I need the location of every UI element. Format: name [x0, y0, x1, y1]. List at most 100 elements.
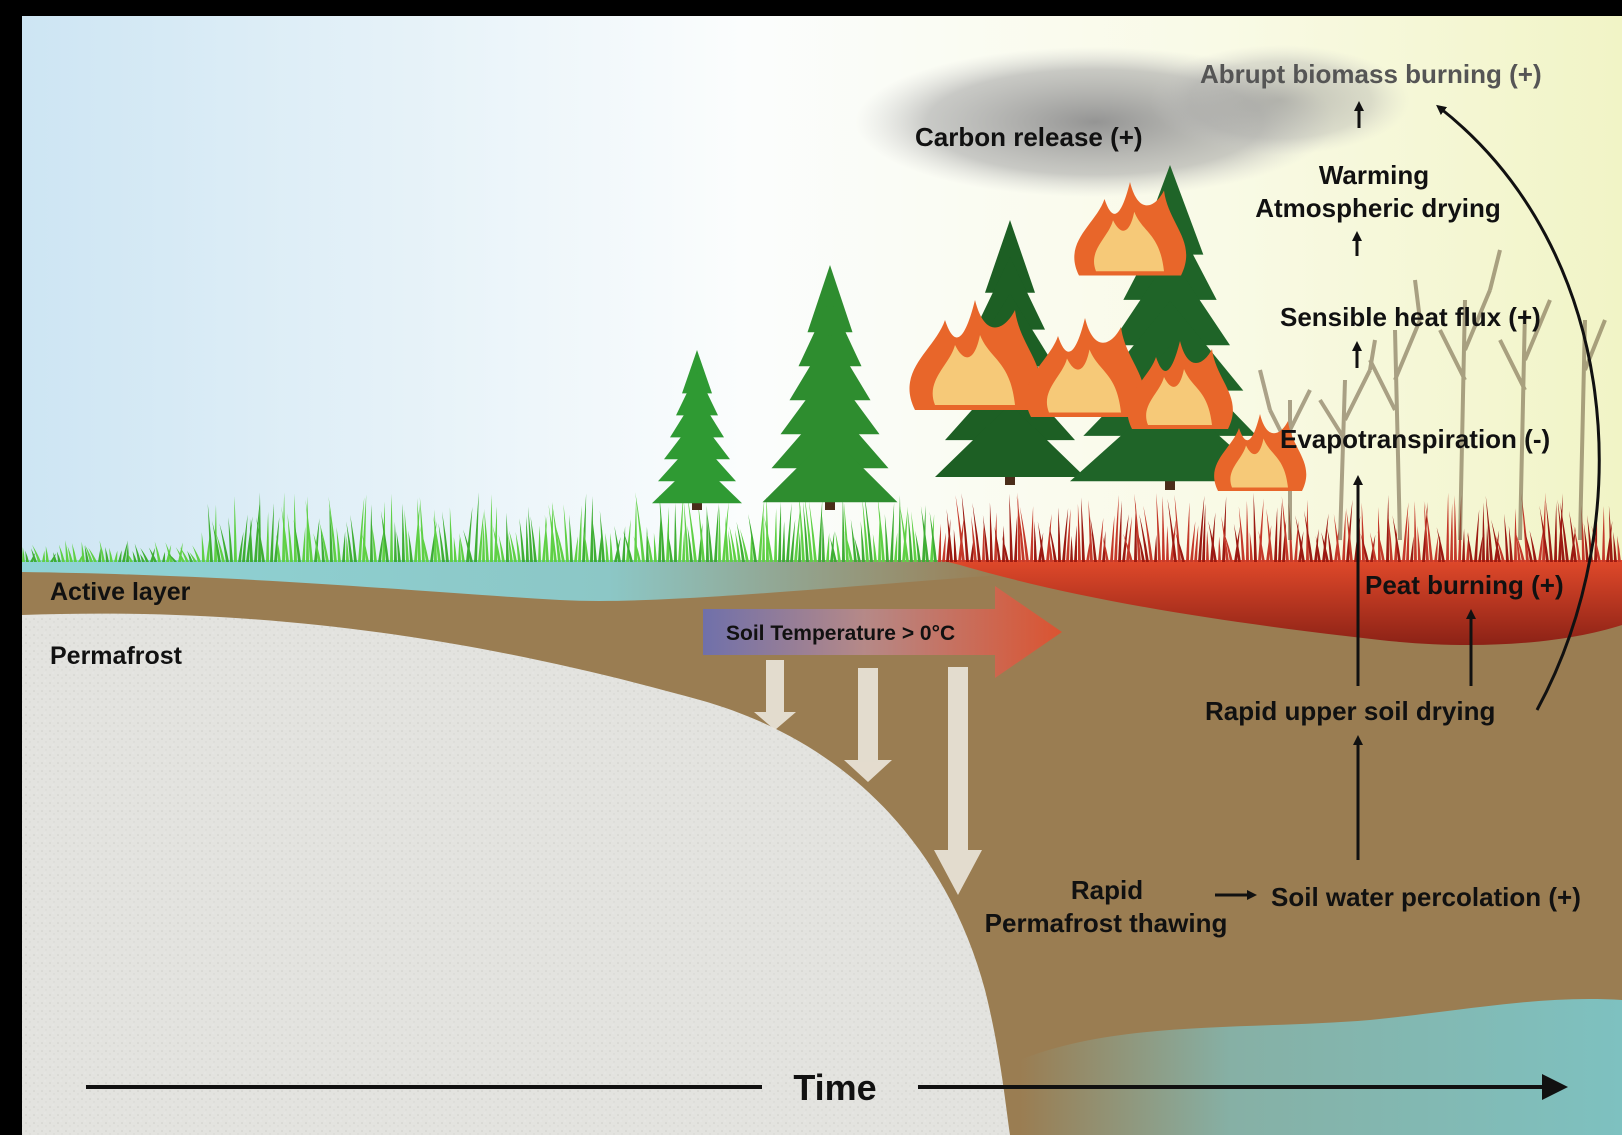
soil-water-percolation-label: Soil water percolation (+): [1271, 882, 1581, 912]
grass-blade: [1110, 515, 1115, 562]
grass-blade: [1504, 513, 1509, 562]
grass-blade: [32, 544, 41, 562]
grass-blade: [1446, 492, 1449, 562]
grass-blade: [484, 508, 489, 562]
grass-blade: [994, 526, 1001, 562]
grass-blade: [758, 499, 765, 562]
grass-blade: [1515, 531, 1521, 562]
grass-blade: [1327, 528, 1333, 562]
grass-blade: [1123, 533, 1133, 562]
grass-blade: [635, 492, 645, 562]
grass-blade: [728, 530, 733, 562]
grass-blade: [1102, 536, 1109, 562]
grass-blade: [1143, 505, 1153, 562]
grass-blade: [1402, 502, 1409, 562]
grass-blade: [228, 517, 233, 562]
tree-foliage: [935, 404, 1085, 477]
grass-blade: [1495, 535, 1505, 562]
grass-blade: [408, 530, 413, 562]
grass-blade: [762, 514, 765, 562]
grass-blade: [71, 543, 77, 562]
grass-blade: [666, 507, 670, 562]
grass-blade: [175, 547, 185, 562]
grass-blade: [551, 502, 561, 562]
grass-blade: [1462, 528, 1465, 562]
grass-blade: [361, 533, 369, 562]
grass-blade: [281, 506, 289, 562]
grass-blade: [1154, 534, 1157, 562]
grass-blade: [850, 519, 857, 562]
grass-blade: [433, 516, 441, 562]
grass-blade: [234, 496, 237, 562]
grass-blade: [1139, 514, 1149, 562]
grass-blade: [714, 503, 719, 562]
grass-blade: [1529, 530, 1537, 562]
grass-blade: [1417, 525, 1421, 562]
grass-blade: [42, 550, 45, 562]
grass-blade: [1360, 533, 1369, 562]
grass-blade: [610, 532, 613, 562]
flame-left: [909, 300, 1042, 410]
grass-blade: [653, 532, 657, 562]
deep-water: [1020, 999, 1622, 1135]
flame-inner: [932, 335, 1015, 405]
grass-blade: [1478, 535, 1483, 562]
grass-blade: [238, 531, 244, 562]
flame-mid: [1026, 318, 1145, 417]
grass-blade: [1414, 501, 1417, 562]
tree-medium: [762, 265, 898, 510]
grass-blade: [109, 547, 113, 562]
grass-blade: [569, 514, 573, 562]
grass-blade: [1266, 508, 1273, 562]
grass-blade: [122, 540, 128, 562]
grass-blade: [860, 520, 865, 562]
grass-blade: [25, 550, 29, 562]
grass-blade: [1090, 516, 1097, 562]
grass-blade: [989, 502, 993, 562]
grass-blade: [1088, 499, 1093, 562]
flow-arrows: [1215, 101, 1601, 900]
grass-blade: [417, 498, 421, 562]
grass-blade: [938, 523, 942, 562]
grass-blade: [1346, 507, 1353, 562]
grass-blade: [1138, 533, 1145, 562]
grass-blade: [84, 545, 89, 562]
tree-foliage: [652, 459, 742, 504]
grass-blade: [1233, 523, 1241, 562]
tree-foliage: [771, 401, 889, 469]
grass-blade: [1167, 498, 1177, 562]
abrupt-biomass-burning-label: Abrupt biomass burning (+): [1200, 59, 1542, 89]
tree-foliage: [1110, 255, 1230, 346]
grass-blade: [1425, 503, 1433, 562]
grass-blade: [555, 524, 565, 562]
grass-blade: [478, 511, 484, 562]
grass-blade: [84, 544, 93, 562]
tree-foliage: [780, 367, 880, 435]
grass-blade: [667, 531, 673, 562]
grass-blade: [1334, 528, 1339, 562]
grass-blade: [162, 551, 166, 562]
grass-blade: [864, 493, 873, 562]
grass-blade: [739, 529, 749, 562]
grass-blade: [346, 535, 349, 562]
grass-blade: [118, 550, 122, 562]
grass-blade: [314, 518, 320, 562]
grass-blade: [1206, 530, 1209, 562]
flame-inner: [1230, 438, 1288, 488]
grass-blade: [178, 542, 183, 562]
grass-blade: [1162, 496, 1165, 562]
grass-blade: [67, 546, 73, 562]
grass-blade: [1508, 525, 1513, 562]
grass-blade: [370, 504, 373, 562]
grass-blade: [946, 508, 953, 562]
grass-blade: [822, 515, 825, 562]
grass-blade: [1102, 530, 1106, 562]
grass-blade: [1538, 524, 1545, 562]
grass-blade: [1436, 527, 1445, 562]
grass-blade: [687, 494, 697, 562]
grass-blade: [1223, 532, 1233, 562]
grass-blade: [1098, 517, 1104, 562]
grass-blade: [1369, 532, 1377, 562]
grass-blade: [56, 551, 61, 562]
